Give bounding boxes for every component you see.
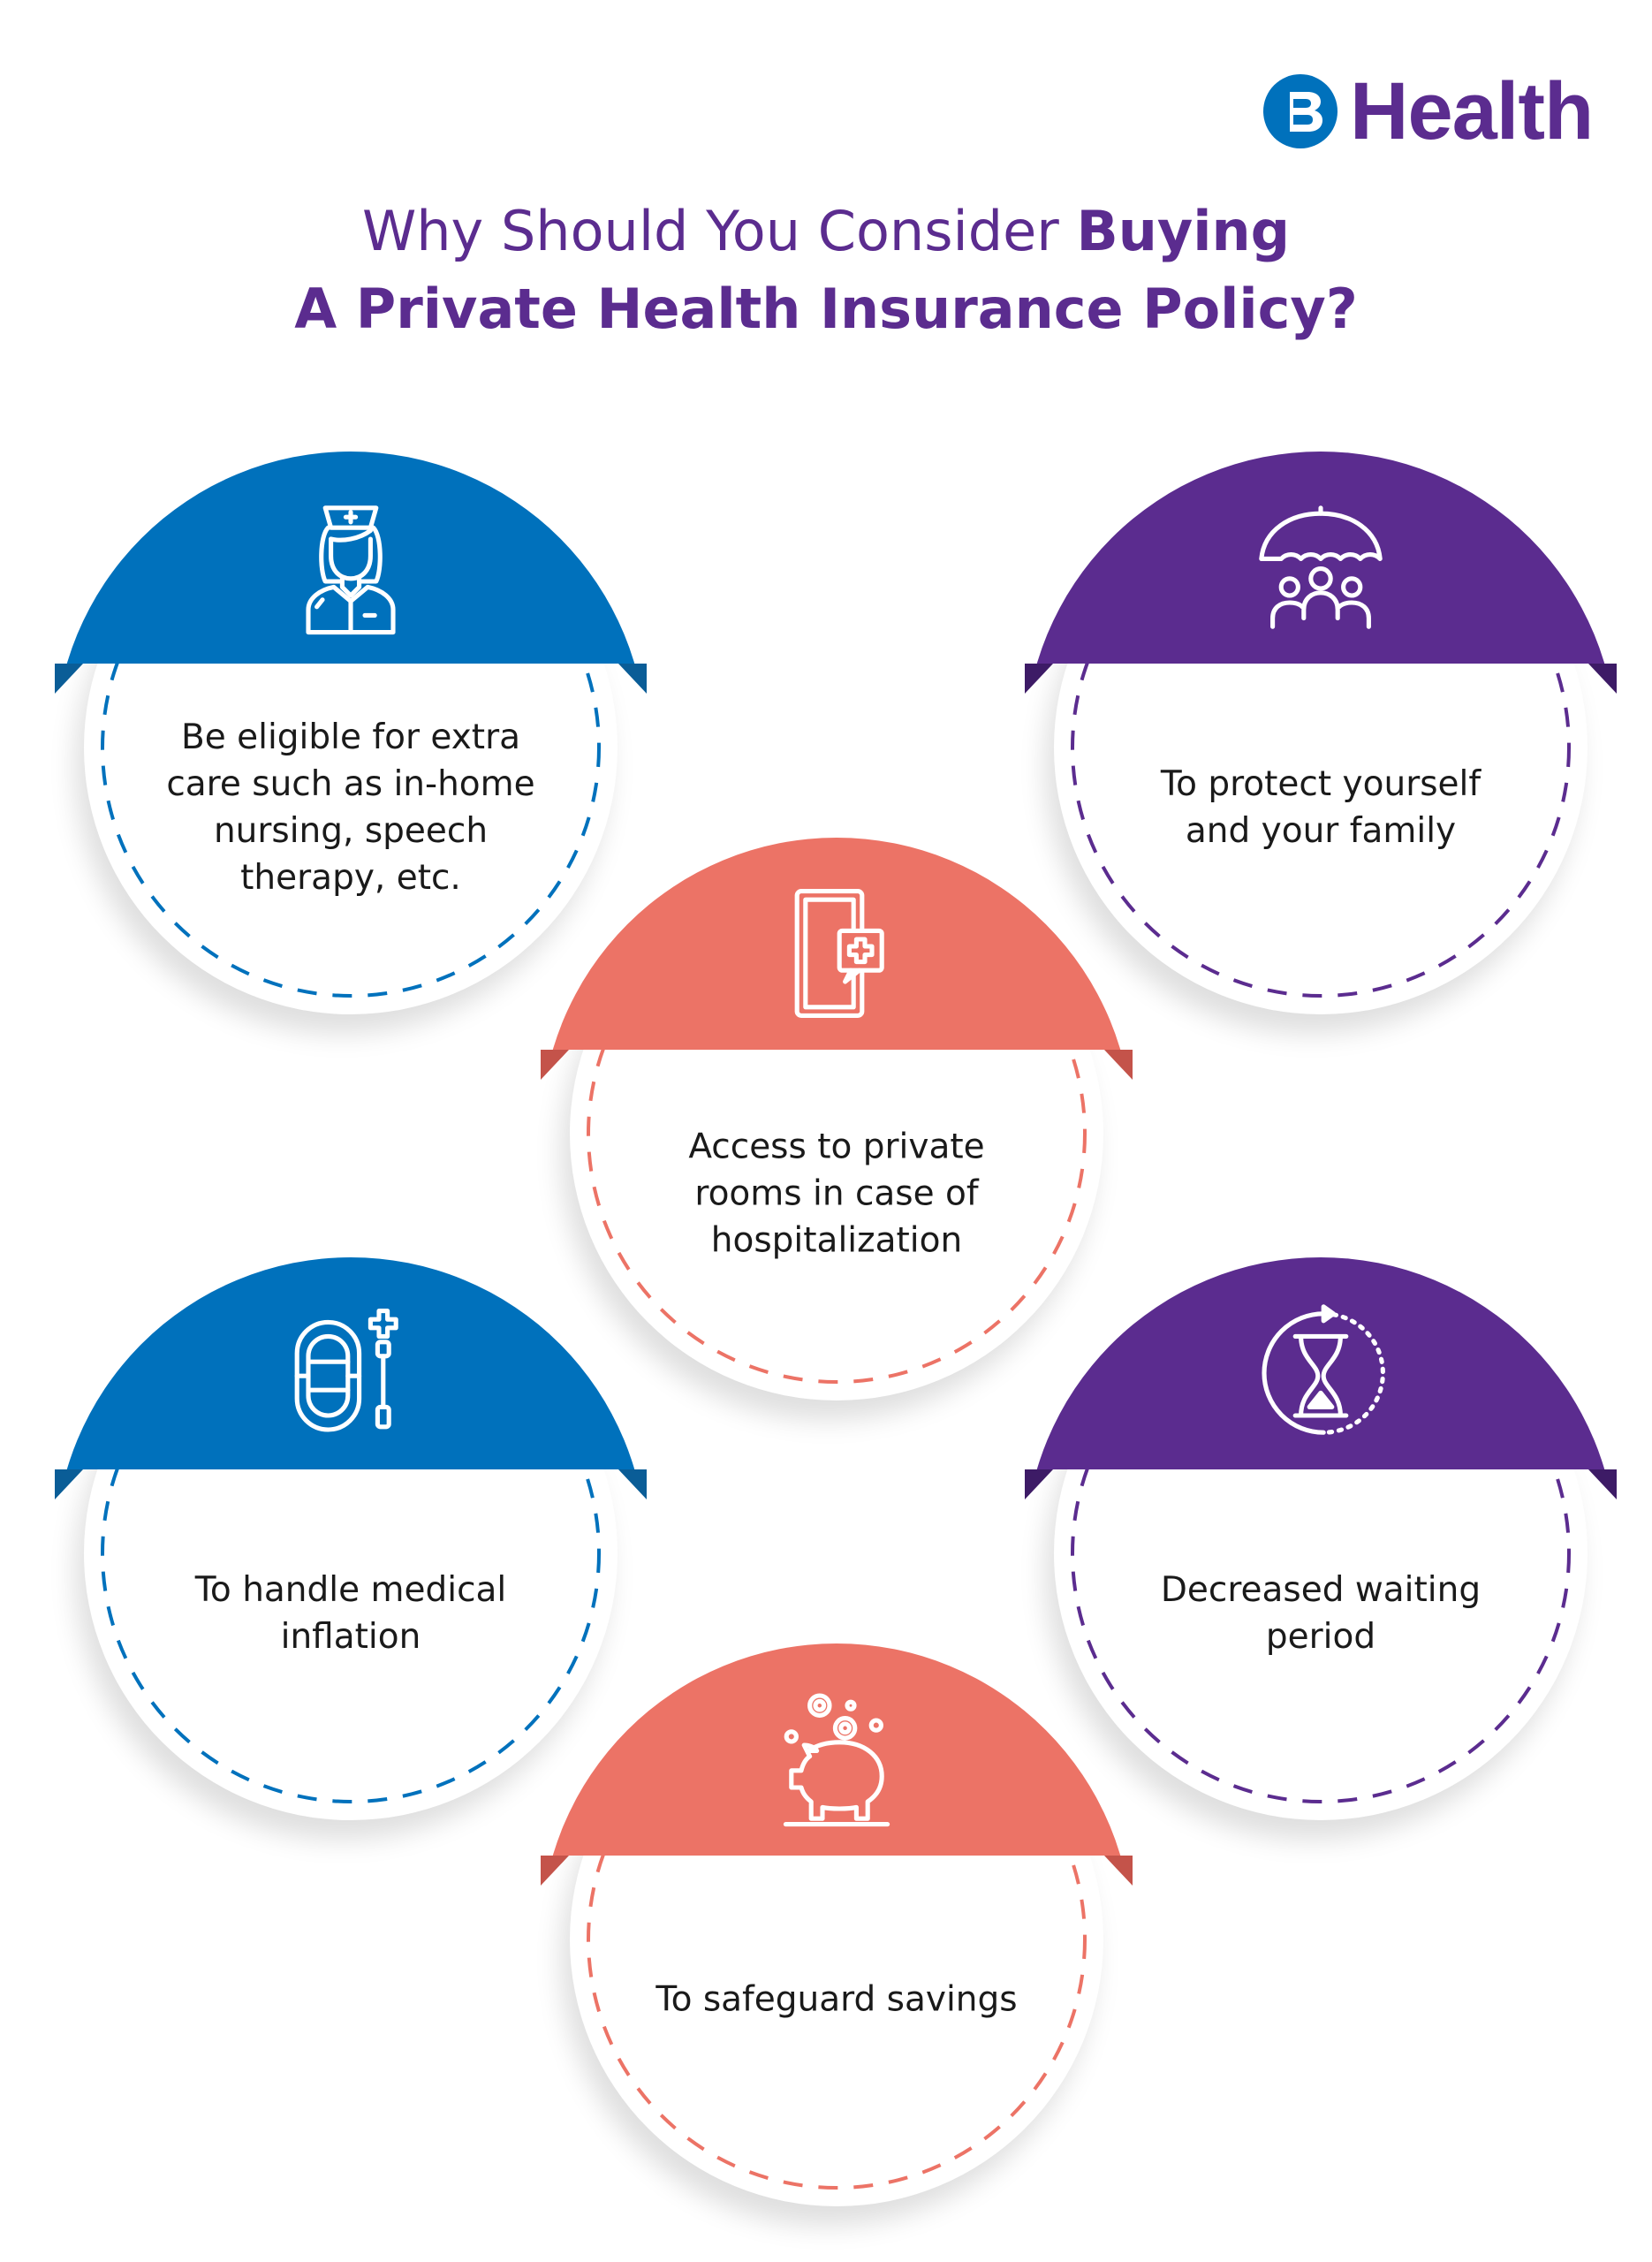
title-bold: Buying: [1076, 199, 1291, 263]
mobile-medical-icon: [794, 889, 884, 1018]
card-text: Decreased waiting period: [1160, 1570, 1481, 1657]
card-waiting-period: Decreased waiting period: [1012, 1244, 1630, 1863]
title-regular: Why Should You Consider: [361, 199, 1077, 263]
life-raft-icon: [294, 1309, 398, 1432]
brand-logo: Health: [1263, 66, 1594, 156]
ribbon-fold: [55, 1469, 83, 1499]
hourglass-icon: [1262, 1304, 1385, 1435]
card-protect-family: To protect yourself and your family: [1012, 438, 1630, 1057]
umbrella-family-icon: [1259, 505, 1383, 629]
card-medical-inflation: To handle medical inflation: [42, 1244, 660, 1863]
logo-mark-icon: [1263, 74, 1338, 148]
piggy-bank-icon: [783, 1693, 890, 1827]
card-text: Be eligible for extra care such as in-ho…: [166, 717, 535, 898]
ribbon-fold: [1025, 1469, 1053, 1499]
card-safeguard-savings: To safeguard savings: [527, 1630, 1146, 2249]
card-text: To handle medical inflation: [194, 1570, 507, 1657]
card-extra-care: Be eligible for extra care such as in-ho…: [42, 438, 660, 1057]
card-header-cap: [55, 1257, 647, 1469]
title-line2: A Private Health Insurance Policy?: [294, 277, 1358, 341]
card-text: To safeguard savings: [655, 1979, 1018, 2020]
page-title: Why Should You Consider Buying A Private…: [0, 193, 1652, 348]
card-private-rooms: Access to private rooms in case of hospi…: [527, 824, 1146, 1443]
ribbon-fold: [1025, 664, 1053, 694]
card-text: Access to private rooms in case of hospi…: [688, 1127, 985, 1261]
ribbon-fold: [618, 1469, 647, 1499]
ribbon-fold: [1104, 1050, 1133, 1080]
ribbon-fold: [1588, 664, 1617, 694]
card-header-cap: [541, 1643, 1133, 1856]
nurse-icon: [306, 505, 396, 635]
ribbon-fold: [541, 1856, 569, 1886]
ribbon-fold: [1104, 1856, 1133, 1886]
ribbon-fold: [1588, 1469, 1617, 1499]
ribbon-fold: [618, 664, 647, 694]
card-text: To protect yourself and your family: [1160, 764, 1481, 851]
ribbon-fold: [541, 1050, 569, 1080]
ribbon-fold: [55, 664, 83, 694]
brand-name: Health: [1350, 66, 1594, 156]
